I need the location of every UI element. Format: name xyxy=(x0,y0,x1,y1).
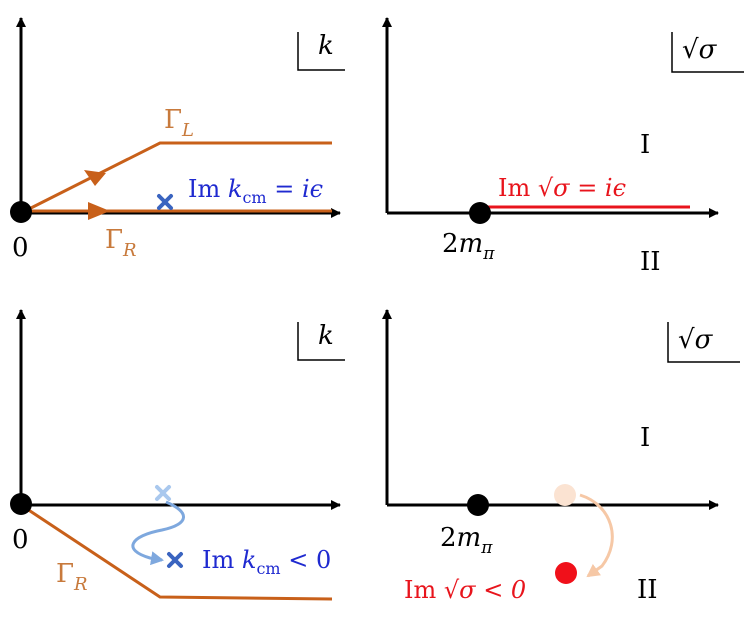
bl-plane-label-box xyxy=(297,322,345,361)
bl-pole-moved-icon xyxy=(167,552,183,568)
br-sheet-ii-label: II xyxy=(637,575,658,605)
tr-threshold-label: 2mπ xyxy=(442,229,495,264)
br-pole-motion-arrow xyxy=(579,493,614,578)
tr-plane-label-box xyxy=(671,32,744,73)
tl-gamma-l-label: ΓL xyxy=(164,105,194,141)
tl-plane-label: k xyxy=(318,31,334,61)
bl-plane-label: k xyxy=(318,321,334,351)
tl-origin-dot xyxy=(10,201,32,223)
panel-top-left-k-plane: k ΓL ΓR Im kcm = iϵ 0 xyxy=(10,17,345,263)
bl-origin-label: 0 xyxy=(12,525,29,555)
bl-contour-gamma-r xyxy=(20,503,333,601)
tr-threshold-dot xyxy=(469,202,491,224)
tl-contour-gamma-l-arrow xyxy=(84,170,106,186)
bl-gamma-r-label: ΓR xyxy=(56,559,88,595)
br-sheet-i-label: I xyxy=(640,423,650,453)
panel-bottom-left-k-plane: k ΓR Im kcm < 0 0 xyxy=(10,309,345,601)
br-pole-moved-dot xyxy=(555,562,577,584)
tl-contour-gamma-l xyxy=(20,141,332,215)
tr-plane-label: √σ xyxy=(682,35,718,65)
bl-pole-label: Im kcm < 0 xyxy=(202,546,331,578)
panel-bottom-right-sqrt-sigma-plane: √σ 2mπ Im √σ < 0 I II xyxy=(382,309,740,605)
br-pole-original-dot xyxy=(554,484,576,506)
panel-top-right-sqrt-sigma-plane: √σ Im √σ = iϵ 2mπ I II xyxy=(382,17,744,277)
tl-origin-label: 0 xyxy=(12,233,29,263)
tl-pole-label: Im kcm = iϵ xyxy=(188,175,323,207)
tr-cut-label: Im √σ = iϵ xyxy=(498,174,626,202)
bl-origin-dot xyxy=(10,493,32,515)
tr-sheet-i-label: I xyxy=(640,130,650,160)
bl-pole-original-icon xyxy=(155,485,171,501)
tl-contour-gamma-r-arrow xyxy=(88,202,110,220)
tl-gamma-r-label: ΓR xyxy=(105,225,137,261)
br-threshold-label: 2mπ xyxy=(440,523,493,558)
tr-sheet-ii-label: II xyxy=(640,247,661,277)
br-plane-label: √σ xyxy=(678,325,714,355)
bl-pole-motion-arrow xyxy=(131,500,185,566)
tl-pole-marker-icon xyxy=(157,194,173,210)
tl-plane-label-box xyxy=(297,32,345,71)
br-threshold-dot xyxy=(467,494,489,516)
br-pole-label: Im √σ < 0 xyxy=(404,576,526,604)
br-plane-label-box xyxy=(667,322,740,363)
